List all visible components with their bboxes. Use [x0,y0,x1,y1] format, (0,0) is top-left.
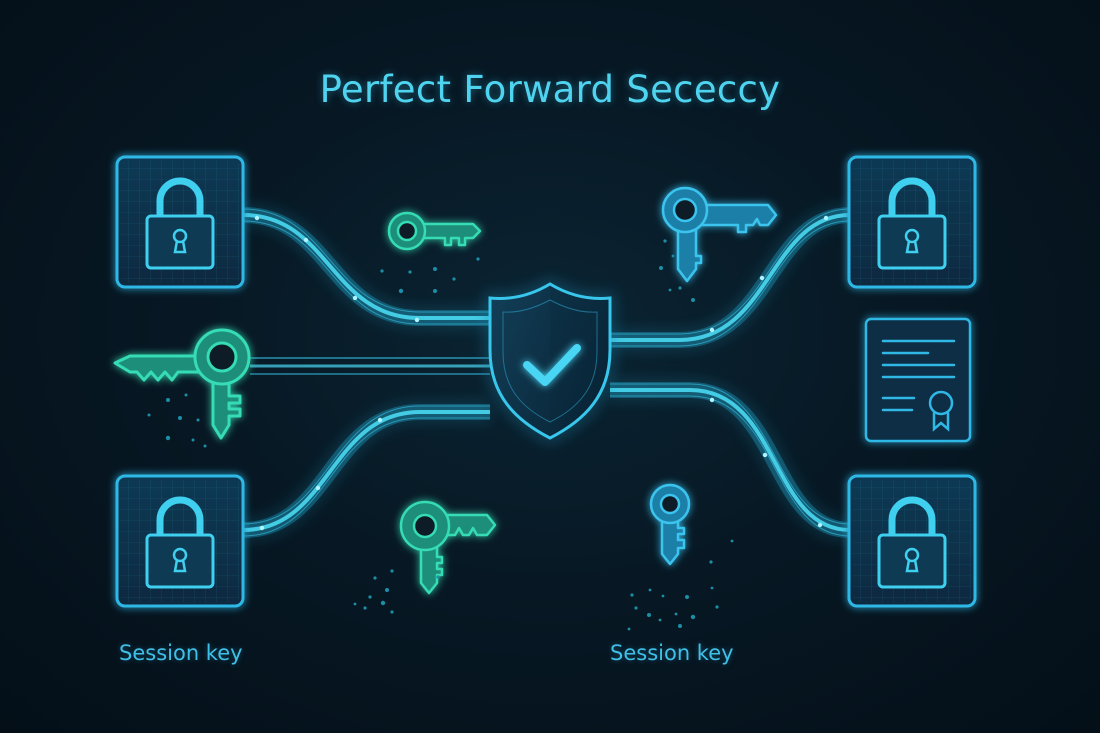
panel-lock-bottom-right [847,474,977,608]
particles-bottom-center-right [627,539,734,631]
key-icon [649,483,691,566]
particles-top-center-left [380,257,480,294]
key-icon [661,186,778,283]
stream-top-right [610,204,851,351]
padlock-icon [145,496,215,589]
panel-lock-top-right [847,155,977,289]
padlock-icon [145,177,215,270]
key-bottom-center-left [399,500,497,595]
key-icon [113,328,251,440]
panel-lock-top-left [115,155,245,289]
padlock-icon [877,496,947,589]
certificate-icon [881,339,956,432]
label-session-key-right: Session key [610,641,734,665]
key-icon [399,500,497,595]
key-left-large [113,328,251,440]
stream-bottom-right [610,379,851,541]
stream-top-left [242,204,490,329]
stream-bottom-left [242,401,490,541]
key-bottom-center-right [649,483,691,566]
padlock-icon [877,177,947,270]
panel-certificate [864,317,972,443]
particles-top-center-right [659,239,695,302]
shield-hub [485,278,615,444]
diagram-title: Perfect Forward Sececcy [319,68,781,111]
stream-middle-left [250,355,490,375]
particles-left-key [147,393,207,448]
key-icon [387,211,482,251]
key-top-center-left [387,211,482,251]
particles-bottom-center-left [353,569,440,614]
stream-edges [242,204,851,541]
key-top-center-right [661,186,778,283]
panel-lock-bottom-left [115,474,245,608]
check-icon [523,344,581,386]
label-session-key-left: Session key [119,641,243,665]
